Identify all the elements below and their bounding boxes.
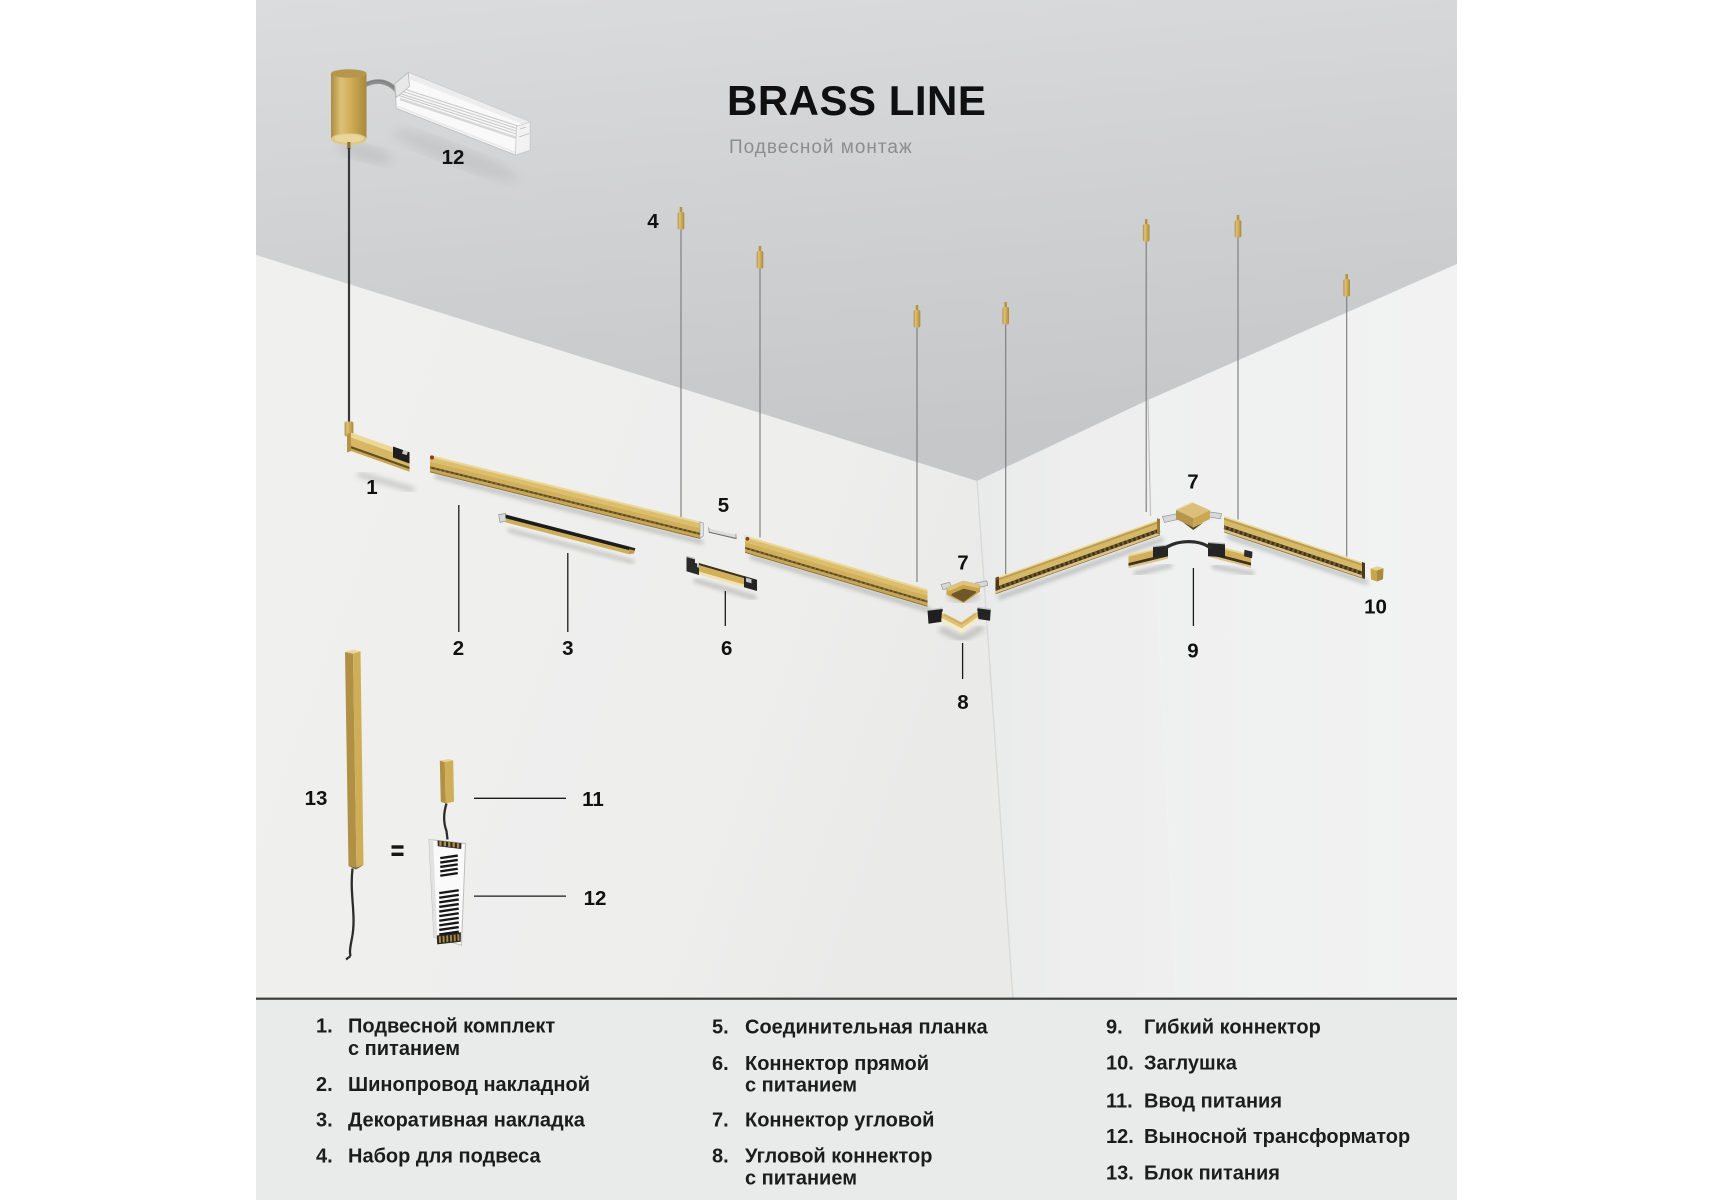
- svg-text:Угловой коннектор: Угловой коннектор: [745, 1146, 933, 1168]
- svg-text:7: 7: [1187, 471, 1198, 494]
- svg-text:Гибкий коннектор: Гибкий коннектор: [1144, 1016, 1321, 1038]
- svg-text:Подвесной монтаж: Подвесной монтаж: [729, 137, 913, 158]
- svg-text:8: 8: [957, 691, 968, 714]
- svg-text:2: 2: [453, 637, 464, 660]
- svg-text:Коннектор прямой: Коннектор прямой: [745, 1053, 929, 1075]
- svg-text:Декоративная накладка: Декоративная накладка: [348, 1110, 586, 1132]
- svg-text:5: 5: [718, 494, 729, 517]
- svg-text:12: 12: [442, 146, 465, 169]
- svg-text:3.: 3.: [316, 1110, 333, 1132]
- svg-text:1.: 1.: [316, 1015, 333, 1037]
- svg-text:11: 11: [582, 788, 604, 811]
- svg-text:10.: 10.: [1106, 1053, 1134, 1075]
- svg-text:Набор для подвеса: Набор для подвеса: [348, 1146, 542, 1168]
- svg-text:Выносной трансформатор: Выносной трансформатор: [1144, 1126, 1410, 1148]
- svg-text:11.: 11.: [1106, 1090, 1133, 1112]
- svg-text:10: 10: [1364, 596, 1387, 619]
- svg-text:13.: 13.: [1106, 1162, 1134, 1184]
- svg-text:Ввод питания: Ввод питания: [1144, 1090, 1282, 1112]
- svg-text:Соединительная планка: Соединительная планка: [745, 1016, 988, 1038]
- svg-text:12: 12: [584, 887, 607, 910]
- svg-text:Шинопровод накладной: Шинопровод накладной: [348, 1074, 590, 1096]
- svg-text:7.: 7.: [712, 1110, 729, 1132]
- svg-text:12.: 12.: [1106, 1126, 1134, 1148]
- svg-text:9: 9: [1187, 640, 1198, 663]
- svg-text:с питанием: с питанием: [745, 1167, 857, 1189]
- svg-text:Подвесной комплект: Подвесной комплект: [348, 1015, 555, 1037]
- svg-text:Блок питания: Блок питания: [1144, 1162, 1280, 1184]
- svg-text:BRASS LINE: BRASS LINE: [727, 77, 986, 124]
- svg-text:Заглушка: Заглушка: [1144, 1053, 1238, 1075]
- svg-text:3: 3: [562, 637, 573, 660]
- svg-text:9.: 9.: [1106, 1016, 1123, 1038]
- svg-text:5.: 5.: [712, 1016, 729, 1038]
- svg-text:6.: 6.: [712, 1053, 729, 1075]
- svg-text:с питанием: с питанием: [745, 1074, 857, 1096]
- svg-text:4: 4: [647, 210, 659, 233]
- svg-text:2.: 2.: [316, 1074, 333, 1096]
- svg-text:Коннектор угловой: Коннектор угловой: [745, 1110, 934, 1132]
- svg-text:4.: 4.: [316, 1146, 333, 1168]
- svg-text:6: 6: [721, 637, 732, 660]
- svg-text:8.: 8.: [712, 1146, 729, 1168]
- svg-text:с питанием: с питанием: [348, 1038, 460, 1060]
- svg-text:13: 13: [305, 787, 328, 810]
- svg-text:7: 7: [957, 552, 968, 575]
- svg-text:1: 1: [366, 476, 377, 499]
